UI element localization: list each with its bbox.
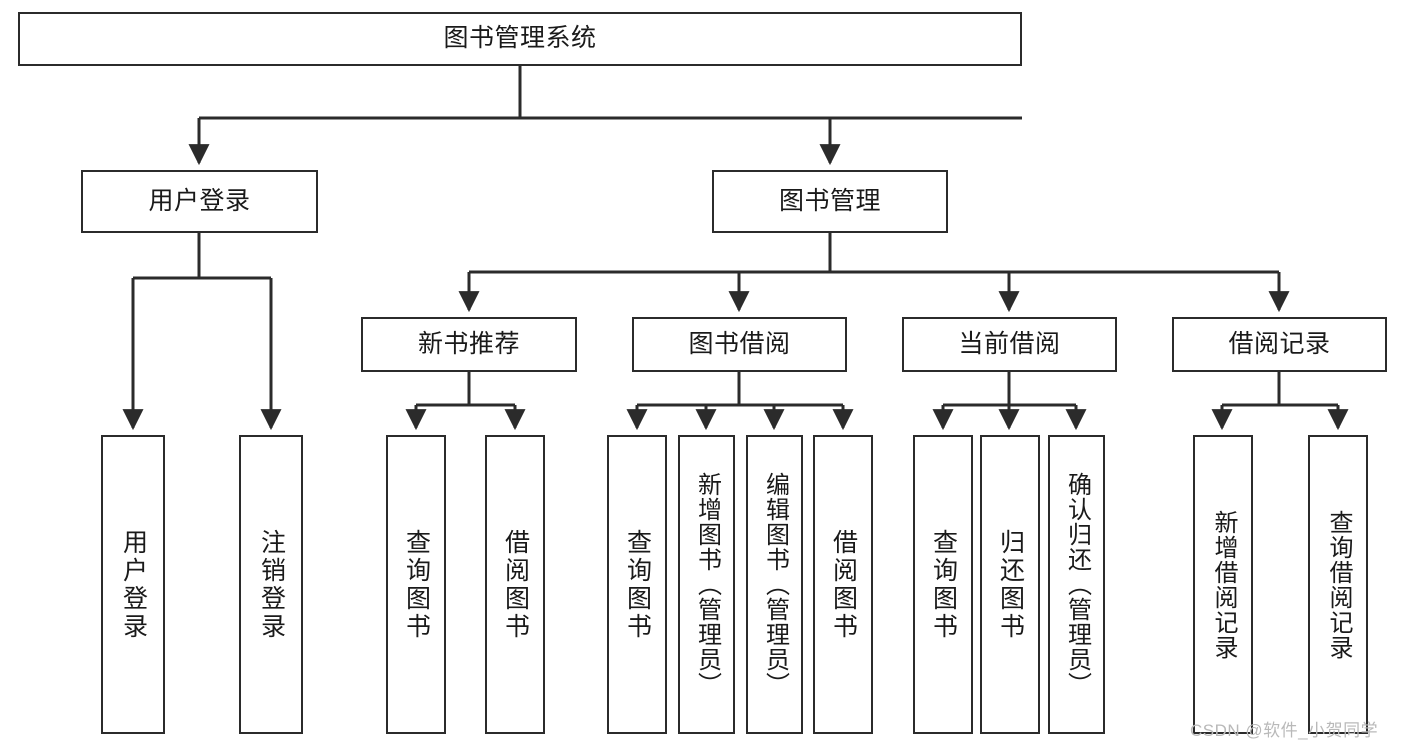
node-user-login[interactable]: 用户登录: [81, 170, 318, 233]
node-new-book-recommend[interactable]: 新书推荐: [361, 317, 577, 372]
node-book-manage-label: 图书管理: [778, 186, 881, 215]
node-leaf-user-login-label: 用户登录: [119, 528, 148, 641]
watermark-text: CSDN @软件_小贺同学: [1190, 721, 1379, 740]
node-new-book-recommend-label: 新书推荐: [417, 329, 520, 358]
node-book-manage[interactable]: 图书管理: [712, 170, 948, 233]
node-leaf-query-record-label: 查询借阅记录: [1325, 509, 1352, 660]
node-book-borrow[interactable]: 图书借阅: [632, 317, 847, 372]
node-leaf-borrow-book-2-label: 借阅图书: [829, 528, 858, 641]
node-leaf-query-record[interactable]: 查询借阅记录: [1308, 435, 1368, 734]
node-user-login-label: 用户登录: [148, 186, 251, 215]
node-leaf-borrow-book-1[interactable]: 借阅图书: [485, 435, 545, 734]
node-book-borrow-label: 图书借阅: [688, 329, 791, 358]
node-leaf-add-book[interactable]: 新增图书（管理员）: [678, 435, 735, 734]
node-leaf-confirm-return[interactable]: 确认归还（管理员）: [1048, 435, 1105, 734]
node-leaf-logout-label: 注销登录: [257, 528, 286, 641]
node-leaf-query-book-2[interactable]: 查询图书: [607, 435, 667, 734]
node-current-borrow-label: 当前借阅: [958, 329, 1061, 358]
node-leaf-logout[interactable]: 注销登录: [239, 435, 303, 734]
node-borrow-record[interactable]: 借阅记录: [1172, 317, 1387, 372]
node-current-borrow[interactable]: 当前借阅: [902, 317, 1117, 372]
node-leaf-return-book[interactable]: 归还图书: [980, 435, 1040, 734]
node-leaf-query-book-3[interactable]: 查询图书: [913, 435, 973, 734]
node-borrow-record-label: 借阅记录: [1228, 329, 1331, 358]
node-leaf-borrow-book-1-label: 借阅图书: [501, 528, 530, 641]
node-leaf-user-login[interactable]: 用户登录: [101, 435, 165, 734]
node-leaf-query-book-2-label: 查询图书: [623, 528, 652, 641]
node-leaf-query-book-1[interactable]: 查询图书: [386, 435, 446, 734]
node-leaf-query-book-3-label: 查询图书: [929, 528, 958, 641]
node-leaf-borrow-book-2[interactable]: 借阅图书: [813, 435, 873, 734]
node-leaf-confirm-return-label: 确认归还（管理员）: [1063, 472, 1091, 697]
node-root[interactable]: 图书管理系统: [18, 12, 1022, 66]
node-leaf-query-book-1-label: 查询图书: [402, 528, 431, 641]
node-leaf-add-book-label: 新增图书（管理员）: [693, 472, 721, 697]
node-leaf-add-record-label: 新增借阅记录: [1210, 509, 1237, 660]
node-leaf-return-book-label: 归还图书: [996, 528, 1025, 641]
node-leaf-add-record[interactable]: 新增借阅记录: [1193, 435, 1253, 734]
node-root-label: 图书管理系统: [443, 24, 597, 53]
node-leaf-edit-book[interactable]: 编辑图书（管理员）: [746, 435, 803, 734]
node-leaf-edit-book-label: 编辑图书（管理员）: [761, 472, 789, 697]
